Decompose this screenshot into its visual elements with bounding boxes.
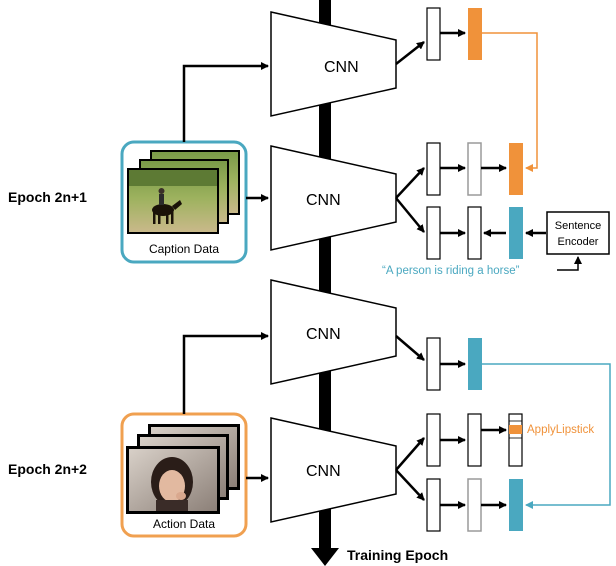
blue-head-3 xyxy=(509,479,523,531)
action-label: ApplyLipstick xyxy=(527,424,594,436)
caption-data-panel: Caption Data xyxy=(120,140,248,264)
head-row-2 xyxy=(395,142,523,199)
action-data-label: Action Data xyxy=(153,517,215,531)
head-row-5: ApplyLipstick xyxy=(395,413,594,471)
epoch-label-odd: Epoch 2n+1 xyxy=(8,189,87,205)
orange-connector xyxy=(482,32,538,172)
sentence-encoder-line2: Encoder xyxy=(558,236,599,248)
cnn-block-1: CNN xyxy=(270,11,397,117)
input-connectors xyxy=(182,62,269,482)
training-epoch-label: Training Epoch xyxy=(347,547,448,563)
horse-rider-image xyxy=(152,188,182,224)
head-row-4 xyxy=(395,335,482,391)
cnn-label: CNN xyxy=(324,59,359,76)
epoch-label-even: Epoch 2n+2 xyxy=(8,461,87,477)
quote-to-encoder-arrow xyxy=(557,256,582,271)
action-data-panel: Action Data xyxy=(120,412,248,538)
blue-connector xyxy=(482,363,611,509)
sentence-encoder-box: Sentence Encoder xyxy=(546,211,610,255)
action-classifier-box xyxy=(508,413,523,467)
cnn-block-3: CNN xyxy=(270,279,397,385)
sentence-encoder-line1: Sentence xyxy=(555,220,601,232)
person-face-image xyxy=(151,457,193,511)
caption-frame-front xyxy=(127,168,219,234)
head-row-1 xyxy=(395,7,482,65)
caption-data-label: Caption Data xyxy=(149,242,219,256)
cnn-label: CNN xyxy=(306,192,341,209)
cnn-block-4: CNN xyxy=(270,417,397,523)
action-class-highlight xyxy=(509,425,522,434)
blue-head-1 xyxy=(509,207,523,259)
head-row-6 xyxy=(395,469,523,532)
orange-head-2 xyxy=(509,143,523,195)
blue-head-2 xyxy=(468,338,482,390)
cnn-block-2: CNN xyxy=(270,145,397,251)
training-epoch-axis xyxy=(311,0,339,566)
cnn-label: CNN xyxy=(306,326,341,343)
cnn-label: CNN xyxy=(306,463,341,480)
head-row-3 xyxy=(395,197,546,260)
orange-head-1 xyxy=(468,8,482,60)
caption-quote: “A person is riding a horse” xyxy=(382,265,520,277)
action-frame-front xyxy=(126,446,220,514)
